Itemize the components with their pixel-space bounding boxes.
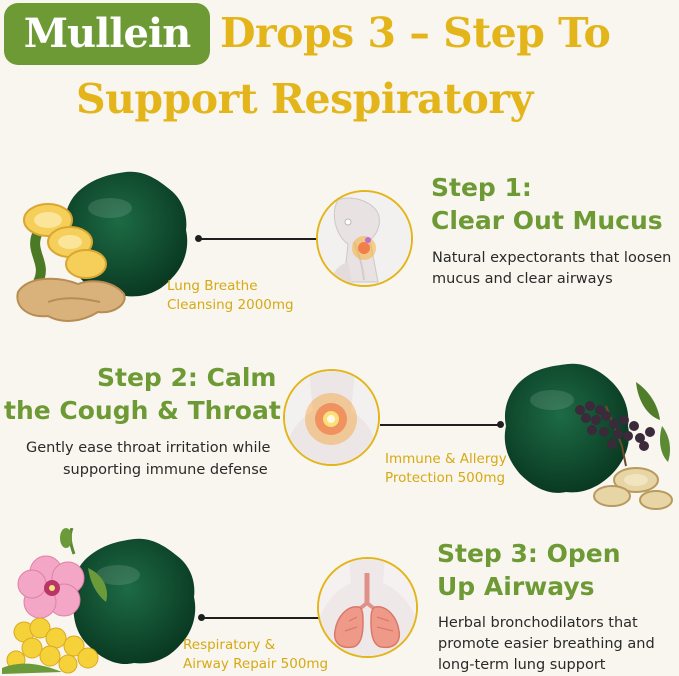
step-2-desc-line2: supporting immune defense xyxy=(63,462,268,478)
step-2-title-line1: Step 2: Calm xyxy=(97,363,277,392)
brand-badge: Mullein xyxy=(4,3,210,65)
step-1-desc-line1: Natural expectorants that loosen xyxy=(432,250,672,266)
step-2-illustration xyxy=(283,369,380,466)
step-3-desc-line1: Herbal bronchodilators that xyxy=(438,615,638,631)
step-3-title-line2: Up Airways xyxy=(437,572,595,601)
step-1-ingredient-line1: Lung Breathe xyxy=(167,278,258,294)
page-title-line1: Drops 3 – Step To xyxy=(220,9,611,57)
step-1-title-line1: Step 1: xyxy=(431,173,532,202)
mullein-flower-icon xyxy=(2,528,108,674)
step-1-desc-line2: mucus and clear airways xyxy=(432,271,613,287)
step-1-illustration xyxy=(316,190,413,287)
header: Mullein Drops 3 – Step To Support Respir… xyxy=(0,0,679,130)
step-1-ingredient-line2: Cleansing 2000mg xyxy=(167,297,294,313)
throat-glow-icon xyxy=(285,371,378,464)
step-2-liquid-drop xyxy=(504,363,630,493)
page-title-line2: Support Respiratory xyxy=(76,75,533,123)
step-2-desc-line1: Gently ease throat irritation while xyxy=(26,440,271,456)
step-1-connector-dot xyxy=(195,235,202,242)
step-2-ingredient-line2: Protection 500mg xyxy=(385,470,506,486)
step-3-title-line1: Step 3: Open xyxy=(437,539,621,568)
step-3-illustration xyxy=(317,557,418,658)
step-2-title-line2: the Cough & Throat xyxy=(4,396,281,425)
step-1-connector xyxy=(200,238,318,240)
ginger-root-icon xyxy=(16,203,126,322)
step-2-connector-dot xyxy=(497,421,504,428)
step-3-connector-dot xyxy=(198,614,205,621)
step-3-ingredient-line1: Respiratory & xyxy=(183,637,276,653)
step-3-desc-line3: long-term lung support xyxy=(438,657,606,673)
step-3-desc-line2: promote easier breathing and xyxy=(438,636,655,652)
throat-neck-icon xyxy=(318,192,411,285)
step-3-ingredient-line2: Airway Repair 500mg xyxy=(183,656,329,672)
step-2-ingredient-line1: Immune & Allergy xyxy=(385,451,507,467)
step-1-title-line2: Clear Out Mucus xyxy=(431,206,663,235)
step-2-connector xyxy=(380,424,500,426)
step-3-connector xyxy=(203,617,319,619)
step-3-liquid-drop xyxy=(72,538,196,665)
elderberry-icon xyxy=(575,382,673,510)
lungs-icon xyxy=(319,559,416,656)
